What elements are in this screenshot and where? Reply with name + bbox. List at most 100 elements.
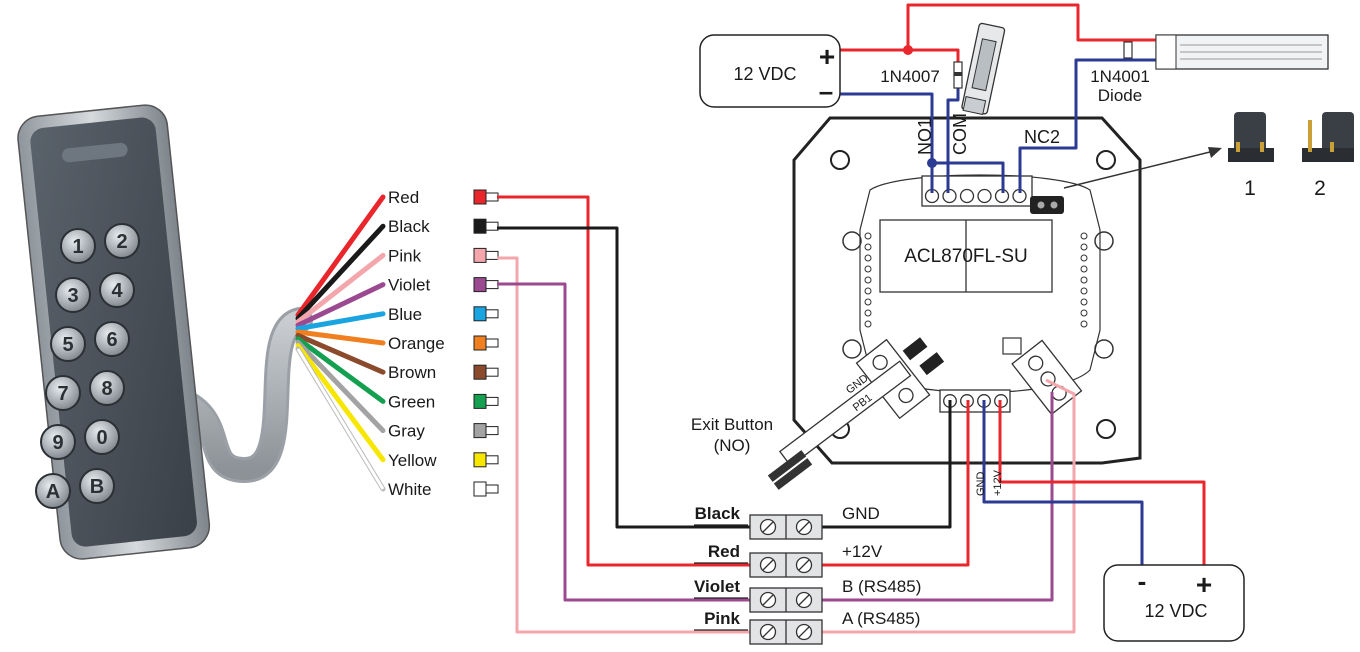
splice-signal-label: A (RS485) xyxy=(842,609,920,628)
wire-color-item: White xyxy=(388,480,499,499)
keypad-key: 8 xyxy=(89,370,125,406)
jumper-detail: 1 2 xyxy=(1063,112,1354,200)
electric-strike xyxy=(961,22,1006,116)
reader-led-window xyxy=(61,142,128,163)
wire-black-main xyxy=(497,226,752,529)
power-bottom-minus: - xyxy=(1138,566,1147,596)
wire-red-psu xyxy=(998,400,1206,566)
diode-strike-label: 1N4007 xyxy=(880,67,940,86)
splice-signal-label: GND xyxy=(842,504,880,523)
keypad-key-label: 8 xyxy=(101,378,112,400)
fan-wire xyxy=(295,282,386,328)
fan-wire xyxy=(295,194,386,318)
bottom-wiring: GND +12V 12 VDC - + xyxy=(497,195,1245,642)
label-gnd-bottom: GND xyxy=(975,472,987,497)
exit-button-circuit: GND PB1 Exit Button (NO) xyxy=(691,360,912,490)
magnetic-lock xyxy=(1155,34,1329,70)
splice-wire-label: Pink xyxy=(704,609,740,628)
keypad-key: 1 xyxy=(60,228,96,264)
wire-color-item: Pink xyxy=(388,246,499,265)
wire-violet-b xyxy=(822,392,1054,602)
power-top-plus: + xyxy=(819,41,835,72)
wire-ferrule xyxy=(473,189,487,205)
wire-color-label: Orange xyxy=(388,334,445,353)
wire-color-item: Black xyxy=(388,217,499,236)
keypad-key-label: 9 xyxy=(52,432,63,454)
wire-ferrule xyxy=(473,277,487,293)
wire-pink-a xyxy=(822,378,1076,634)
wire-color-label: Gray xyxy=(388,422,425,441)
power-bottom-label: 12 VDC xyxy=(1144,601,1207,621)
wire-ferrule xyxy=(473,306,487,322)
splice-signal-label: B (RS485) xyxy=(842,577,921,596)
exit-button-line2: (NO) xyxy=(714,436,751,455)
relay-terminal-block xyxy=(921,175,1033,207)
eeprom-chip xyxy=(1002,337,1022,355)
wire-color-label: Blue xyxy=(388,305,422,324)
wire-color-item: Orange xyxy=(388,334,499,353)
keypad-key-label: B xyxy=(90,476,104,498)
keypad-key-label: 5 xyxy=(62,334,73,356)
controller-model: ACL870FL-SU xyxy=(904,246,1028,267)
wire-blue-psu xyxy=(982,400,1144,566)
wire-red-strike xyxy=(908,48,960,62)
label-12v-bottom: +12V xyxy=(992,469,1004,496)
splice-terminal-row: Violet B (RS485) xyxy=(694,577,921,613)
power-top-label: 12 VDC xyxy=(733,64,796,84)
power-supply-bottom xyxy=(1103,564,1245,642)
fan-wire xyxy=(295,311,386,332)
wire-blue-maglock xyxy=(1018,58,1160,193)
fan-wire xyxy=(295,343,386,463)
fan-wire xyxy=(295,223,386,321)
splice-signal-label: +12V xyxy=(842,542,883,561)
diode-maglock-sub: Diode xyxy=(1098,86,1142,105)
wire-black-gnd xyxy=(822,400,952,529)
wire-color-item: Yellow xyxy=(388,451,499,470)
diode-1n4001 xyxy=(1123,41,1133,59)
keypad-key-label: A xyxy=(46,481,60,503)
wire-fan xyxy=(295,194,386,492)
jumper-pointer xyxy=(1063,149,1219,189)
keypad-key: 3 xyxy=(55,277,91,313)
fan-wire xyxy=(295,252,386,325)
wire-pink-main xyxy=(497,256,752,634)
wire-red-top xyxy=(838,3,1160,52)
keypad-key-label: 4 xyxy=(111,280,123,302)
diode-maglock-label: 1N4001 xyxy=(1090,67,1150,86)
wire-violet-main xyxy=(497,282,752,602)
keypad-key-label: 2 xyxy=(116,231,127,253)
wire-color-label: Yellow xyxy=(388,451,437,470)
exit-button-contact xyxy=(767,450,807,482)
wire-color-item: Violet xyxy=(388,276,499,295)
wire-red-12v xyxy=(822,400,970,567)
wire-color-label: Violet xyxy=(388,276,430,295)
splice-terminal-row: Pink A (RS485) xyxy=(694,609,920,645)
keypad-key-label: 7 xyxy=(57,383,68,405)
wire-ferrule xyxy=(473,452,487,468)
wire-ferrule xyxy=(473,393,487,409)
wire-color-label: Red xyxy=(388,188,419,207)
jumper-label-2: 2 xyxy=(1314,177,1326,200)
module-pins xyxy=(864,232,1088,328)
wire-ferrule xyxy=(473,247,487,263)
fan-wire xyxy=(295,329,386,346)
power-supply-top xyxy=(699,34,841,108)
jumper-label-1: 1 xyxy=(1244,177,1256,200)
keypad-key: A xyxy=(35,473,71,509)
label-com: COM xyxy=(950,113,970,155)
wire-color-item: Red xyxy=(388,188,499,207)
wire-blue-strike xyxy=(946,88,960,193)
keypad-key: 2 xyxy=(104,223,140,259)
label-nc2: NC2 xyxy=(1024,127,1060,147)
fan-wire xyxy=(295,339,386,434)
jumper-position-2 xyxy=(1302,112,1354,162)
keypad-key-label: 6 xyxy=(106,329,117,351)
splice-wire-label: Violet xyxy=(694,577,740,596)
board-jumper xyxy=(1030,196,1064,214)
